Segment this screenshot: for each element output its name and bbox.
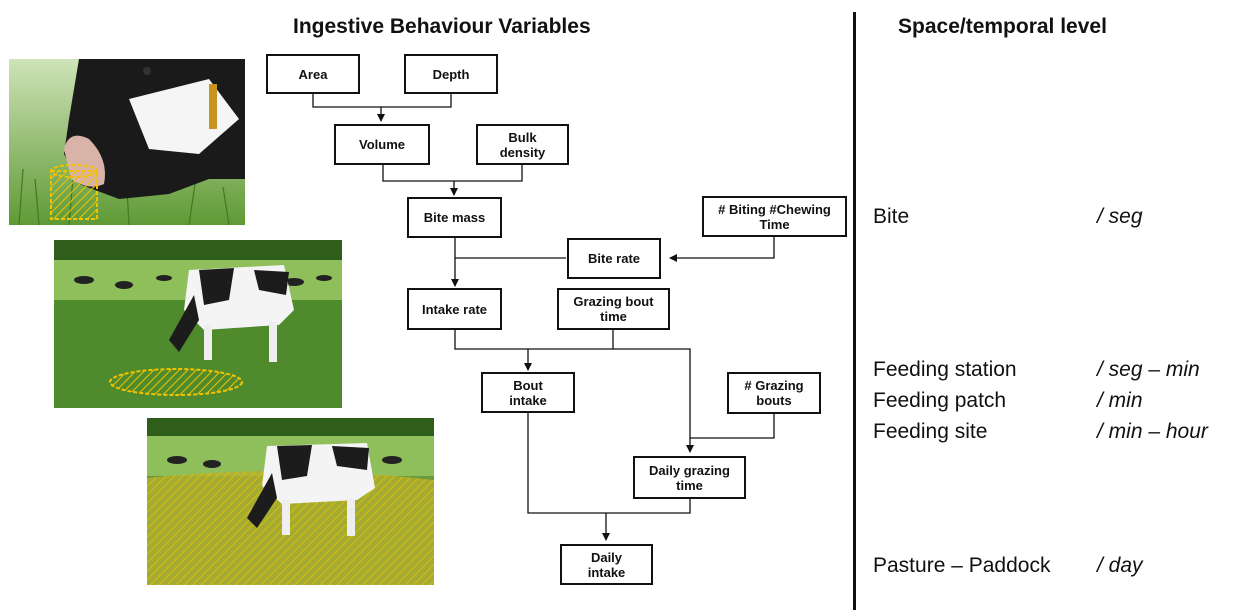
photo-cow-feeding-site — [147, 418, 434, 585]
diagram-connectors — [312, 93, 775, 541]
level-unit-pasture-paddock: / day — [1097, 554, 1143, 577]
photo-cow-bite — [9, 59, 245, 225]
node-bite-mass: Bite mass — [407, 197, 502, 238]
node-bout-intake: Bout intake — [481, 372, 575, 413]
level-name-feeding-site: Feeding site — [873, 420, 988, 443]
node-grazing-bouts: # Grazing bouts — [727, 372, 821, 414]
node-area: Area — [266, 54, 360, 94]
column-divider — [853, 12, 856, 610]
level-unit-feeding-station: / seg – min — [1097, 358, 1200, 381]
photo-cow-feeding-station — [54, 240, 342, 408]
level-name-feeding-patch: Feeding patch — [873, 389, 1007, 412]
level-unit-bite: / seg — [1097, 205, 1143, 228]
diagram-title: Ingestive Behaviour Variables — [293, 15, 591, 38]
level-name-feeding-station: Feeding station — [873, 358, 1017, 381]
node-biting-chewing-time: # Biting #Chewing Time — [702, 196, 847, 237]
node-daily-grazing-time: Daily grazing time — [633, 456, 746, 499]
level-column-title: Space/temporal level — [898, 15, 1107, 38]
node-depth: Depth — [404, 54, 498, 94]
node-intake-rate: Intake rate — [407, 288, 502, 330]
node-daily-intake: Daily intake — [560, 544, 653, 585]
node-volume: Volume — [334, 124, 430, 165]
node-bulk-density: Bulk density — [476, 124, 569, 165]
node-bite-rate: Bite rate — [567, 238, 661, 279]
level-unit-feeding-site: / min – hour — [1097, 420, 1208, 443]
node-grazing-bout-time: Grazing bout time — [557, 288, 670, 330]
level-unit-feeding-patch: / min — [1097, 389, 1143, 412]
level-name-bite: Bite — [873, 205, 910, 228]
level-name-pasture-paddock: Pasture – Paddock — [873, 554, 1051, 577]
